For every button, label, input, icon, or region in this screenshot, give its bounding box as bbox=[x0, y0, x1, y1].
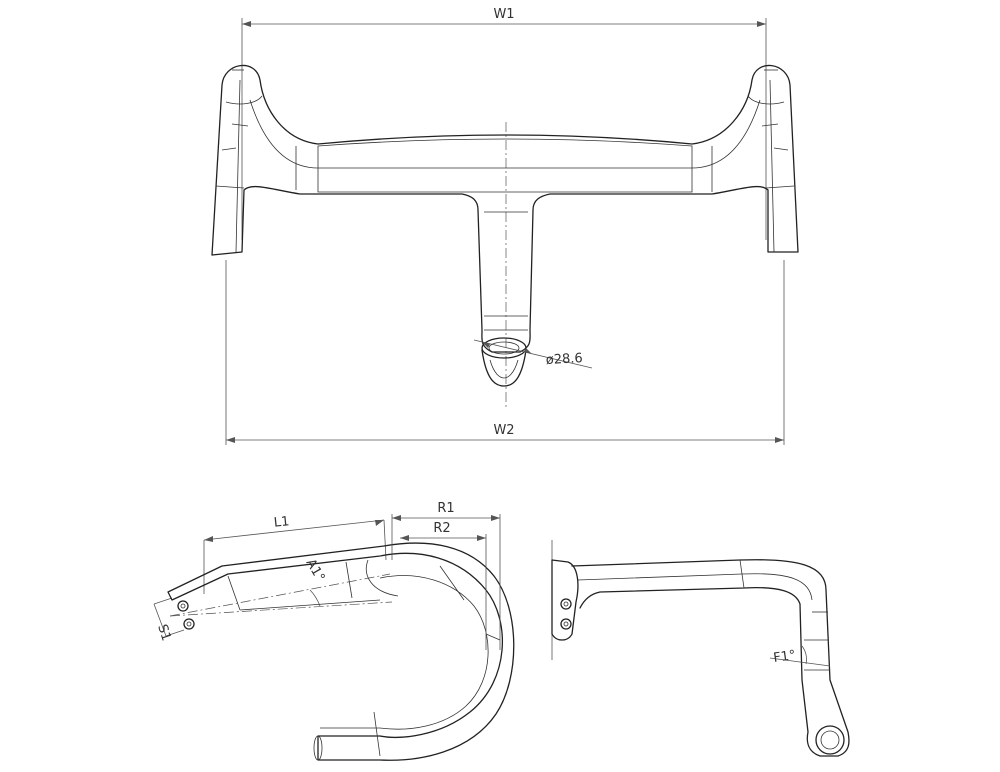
r2-label: R2 bbox=[433, 521, 450, 536]
side-view: L1 A1° S1 bbox=[153, 501, 515, 761]
top-view: W1 W2 bbox=[211, 7, 799, 445]
w1-label: W1 bbox=[493, 7, 514, 22]
front-stem-clamp bbox=[551, 559, 579, 641]
front-bar-outline bbox=[571, 559, 850, 757]
f1-angle: F1° bbox=[769, 645, 831, 667]
front-view: F1° bbox=[551, 540, 850, 757]
r1-label: R1 bbox=[437, 501, 454, 516]
a1-label: A1° bbox=[303, 557, 328, 585]
w2-label: W2 bbox=[493, 423, 514, 438]
l1-dimension: L1 bbox=[203, 514, 387, 594]
clamp-diameter-dimension: ø28.6 bbox=[473, 339, 593, 369]
r1-dimension: R1 bbox=[391, 501, 501, 650]
bar-outline bbox=[211, 64, 799, 353]
side-inner-bend bbox=[320, 575, 489, 730]
r2-dimension: R2 bbox=[400, 521, 487, 650]
f1-label: F1° bbox=[772, 648, 796, 666]
s1-label: S1 bbox=[154, 623, 173, 643]
bar-end bbox=[815, 725, 845, 755]
bar-tops-inner bbox=[317, 138, 693, 193]
w1-dimension: W1 bbox=[241, 7, 767, 240]
clamp-diameter-label: ø28.6 bbox=[545, 351, 583, 368]
s1-dimension: S1 bbox=[153, 597, 185, 643]
clamp-bolts bbox=[177, 600, 195, 630]
l1-label: L1 bbox=[273, 514, 290, 531]
w2-dimension: W2 bbox=[225, 260, 785, 445]
